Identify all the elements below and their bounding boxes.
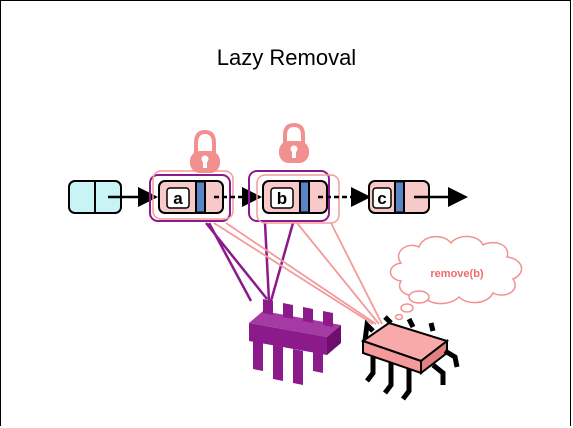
node-b-label: b (277, 189, 287, 208)
thought-text: remove(b) (430, 268, 484, 280)
purple-thread-chip (249, 299, 341, 385)
mark-bit (299, 181, 310, 213)
mark-bit (394, 181, 405, 213)
lock-icon (279, 122, 309, 163)
slide-title: Lazy Removal (216, 45, 357, 70)
thought-cloud: remove(b) (389, 235, 523, 321)
pink-thread-lines (213, 222, 383, 325)
mark-bit (195, 181, 206, 213)
node-c-label: c (377, 189, 386, 208)
lock-icon (190, 129, 220, 173)
list-node-a: a (149, 170, 234, 222)
pink-thread-chip (360, 315, 460, 401)
list-node-b: b (248, 170, 340, 224)
purple-thread-lines (205, 222, 295, 302)
node-a-label: a (173, 189, 183, 208)
